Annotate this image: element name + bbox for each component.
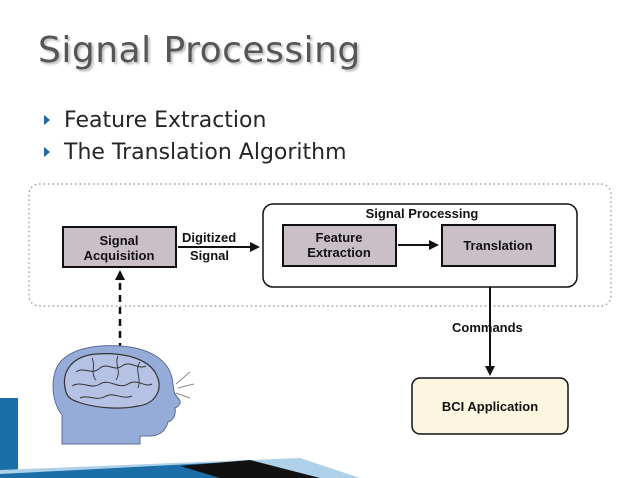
bullet-item: Feature Extraction (44, 104, 347, 136)
signal-acquisition-label-line1: Signal (99, 233, 138, 248)
bullet-text: Feature Extraction (64, 107, 267, 133)
commands-label: Commands (452, 320, 523, 335)
bullet-list: Feature Extraction The Translation Algor… (44, 104, 347, 168)
bci-application-box (411, 377, 569, 435)
bullet-arrow-icon (44, 115, 50, 125)
feature-extraction-label-line2: Extraction (307, 245, 371, 260)
dotted-frame (28, 183, 612, 307)
feature-extraction-box (282, 224, 397, 267)
bullet-arrow-icon (44, 147, 50, 157)
bullet-text: The Translation Algorithm (64, 139, 347, 165)
head-brain-icon (52, 345, 195, 445)
digitized-signal-label-line2: Signal (190, 248, 229, 263)
bci-application-label: BCI Application (442, 399, 538, 414)
signal-acquisition-box (62, 226, 177, 268)
translation-box (441, 224, 556, 267)
digitized-signal-label-line1: Digitized (182, 230, 236, 245)
signal-processing-box-title: Signal Processing (366, 206, 479, 221)
slide-title: Signal Processing (38, 30, 361, 71)
signal-acquisition-label-line2: Acquisition (84, 248, 155, 263)
translation-label: Translation (463, 238, 532, 253)
feature-extraction-label-line1: Feature (316, 230, 363, 245)
bullet-item: The Translation Algorithm (44, 136, 347, 168)
